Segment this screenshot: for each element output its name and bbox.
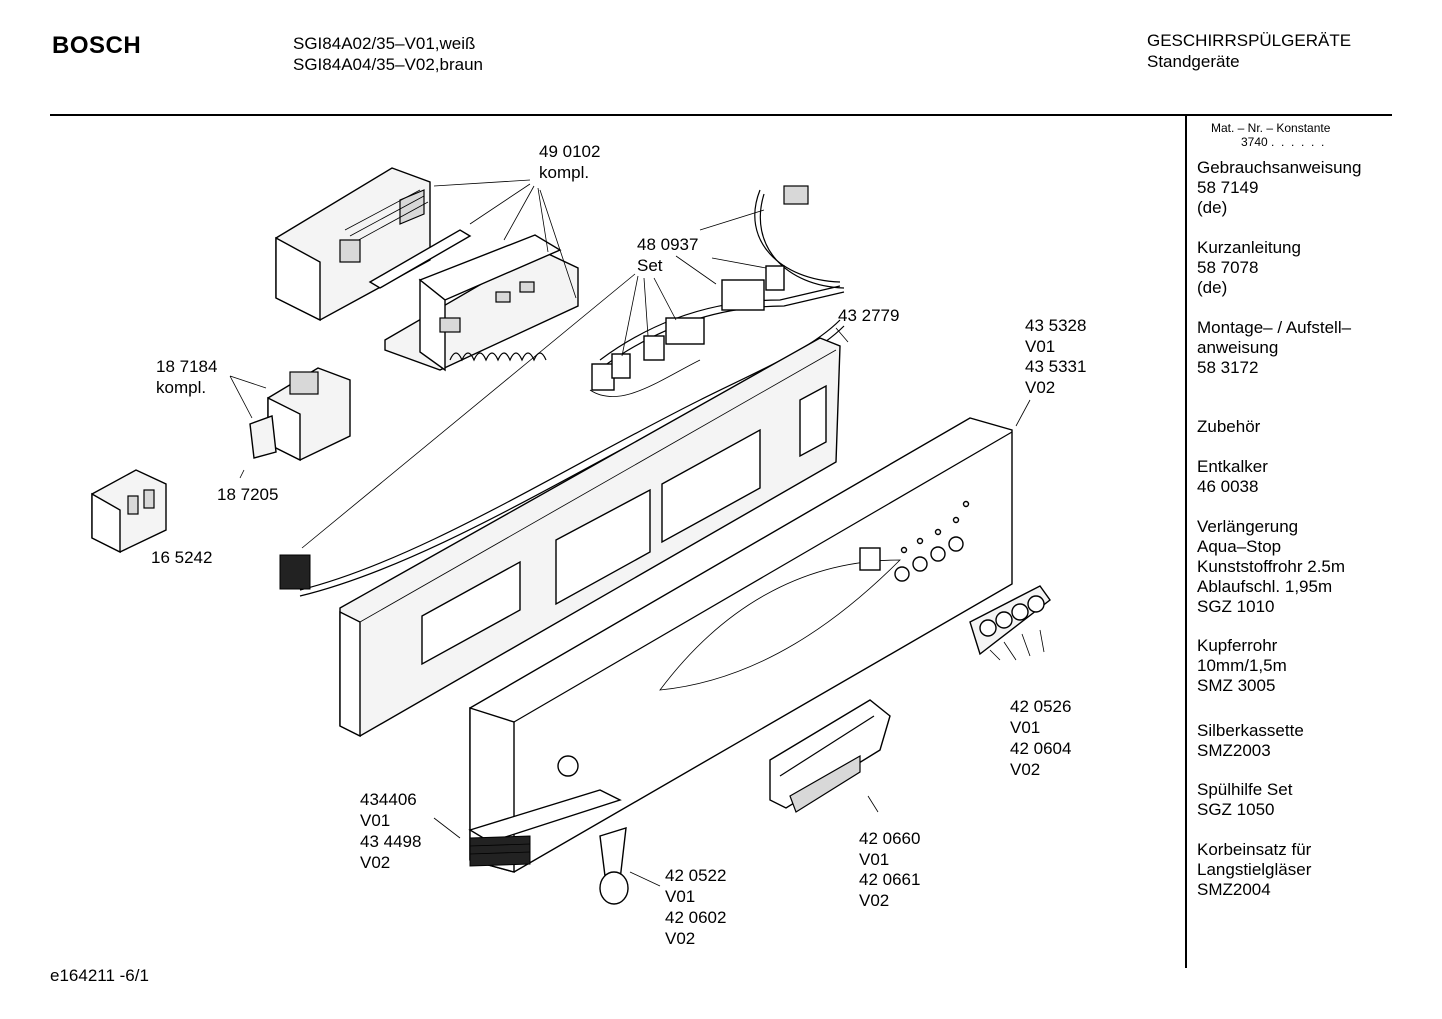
sidebar-group-zubehoer: Zubehör bbox=[1197, 417, 1437, 437]
switch-187184 bbox=[249, 367, 351, 462]
header-divider bbox=[50, 114, 1392, 116]
label-420602: 42 0602 bbox=[665, 908, 727, 927]
label-420526: 42 0526 bbox=[1010, 697, 1072, 716]
sidebar-item-number: SGZ 1050 bbox=[1197, 800, 1275, 819]
sidebar-section-heading: Zubehör bbox=[1197, 417, 1261, 436]
label-420602-variant: V02 bbox=[665, 929, 696, 948]
label-420522: 42 0522 bbox=[665, 866, 727, 885]
label-420661-variant: V02 bbox=[859, 891, 890, 910]
label-420661: 42 0661 bbox=[859, 870, 921, 889]
control-panel-frame-432779 bbox=[339, 337, 841, 738]
label-420522-variant: V01 bbox=[665, 887, 696, 906]
label-435331-variant: V02 bbox=[1025, 378, 1056, 397]
label-420660: 42 0660 bbox=[859, 829, 921, 848]
model-line-2: SGI84A04/35–V02,braun bbox=[293, 55, 483, 74]
buttons-420526 bbox=[969, 585, 1051, 656]
sidebar-divider bbox=[1185, 116, 1187, 968]
label-435328: 43 5328 bbox=[1025, 316, 1087, 335]
mat-nr-value: 3740 . . . . . . bbox=[1241, 135, 1325, 149]
brand-logo: BOSCH bbox=[52, 32, 142, 59]
sidebar-group-kurzanleitung: Kurzanleitung 58 7078 (de) bbox=[1197, 238, 1437, 298]
sidebar-item-line: 10mm/1,5m bbox=[1197, 656, 1287, 675]
sidebar-item-title: Verlängerung bbox=[1197, 517, 1299, 536]
label-434498-variant: V02 bbox=[360, 853, 391, 872]
label-187184: 18 7184 bbox=[156, 357, 218, 376]
sidebar-item-language: (de) bbox=[1197, 198, 1228, 217]
sidebar-item-title: Spülhilfe Set bbox=[1197, 780, 1293, 799]
label-434406-variant: V01 bbox=[360, 811, 391, 830]
category-line-2: Standgeräte bbox=[1147, 52, 1240, 71]
label-420604-variant: V02 bbox=[1010, 760, 1041, 779]
sidebar-group-montage: Montage– / Aufstell– anweisung 58 3172 bbox=[1197, 318, 1437, 378]
label-480937-note: Set bbox=[637, 256, 663, 275]
label-435331: 43 5331 bbox=[1025, 357, 1087, 376]
label-490102-note: kompl. bbox=[539, 163, 590, 182]
knob-420522 bbox=[599, 827, 629, 905]
mat-nr-header: Mat. – Nr. – Konstante bbox=[1211, 121, 1331, 135]
sidebar-item-title: Entkalker bbox=[1197, 457, 1268, 476]
label-420604: 42 0604 bbox=[1010, 739, 1072, 758]
terminal-block-165242 bbox=[91, 469, 167, 554]
document-id: e164211 -6/1 bbox=[50, 966, 149, 985]
sidebar-item-title: Montage– / Aufstell– bbox=[1197, 318, 1352, 337]
label-490102: 49 0102 bbox=[539, 142, 601, 161]
label-480937: 48 0937 bbox=[637, 235, 699, 254]
sidebar-item-number: SMZ2003 bbox=[1197, 741, 1271, 760]
label-420526-variant: V01 bbox=[1010, 718, 1041, 737]
sidebar-group-silberkassette: Silberkassette SMZ2003 bbox=[1197, 721, 1437, 761]
accessories-sidebar: Mat. – Nr. – Konstante 3740 . . . . . . bbox=[1197, 121, 1437, 149]
leader-lines bbox=[229, 179, 1045, 887]
label-435328-variant: V01 bbox=[1025, 337, 1056, 356]
sidebar-item-line: Aqua–Stop bbox=[1197, 537, 1282, 556]
sidebar-item-title: Kurzanleitung bbox=[1197, 238, 1301, 257]
seal-strips-434406 bbox=[468, 789, 622, 867]
sidebar-item-number: SMZ 3005 bbox=[1197, 676, 1276, 695]
sidebar-item-line: Kunststoffrohr 2.5m bbox=[1197, 557, 1346, 576]
sidebar-item-title: Gebrauchsanweisung bbox=[1197, 158, 1362, 177]
sidebar-item-title: Kupferrohr bbox=[1197, 636, 1278, 655]
sidebar-item-number: SMZ2004 bbox=[1197, 880, 1271, 899]
model-line-1: SGI84A02/35–V01,weiß bbox=[293, 34, 476, 53]
sidebar-group-korbeinsatz: Korbeinsatz für Langstielgläser SMZ2004 bbox=[1197, 840, 1437, 900]
label-434406: 434406 bbox=[360, 790, 417, 809]
sidebar-group-gebrauchsanweisung: Gebrauchsanweisung 58 7149 (de) bbox=[1197, 158, 1437, 218]
label-432779: 43 2779 bbox=[838, 306, 900, 325]
sidebar-item-number: 58 3172 bbox=[1197, 358, 1259, 377]
sidebar-item-number: SGZ 1010 bbox=[1197, 597, 1275, 616]
sidebar-group-kupferrohr: Kupferrohr 10mm/1,5m SMZ 3005 bbox=[1197, 636, 1437, 696]
sidebar-group-entkalker: Entkalker 46 0038 bbox=[1197, 457, 1437, 497]
sidebar-item-line: Langstielgläser bbox=[1197, 860, 1312, 879]
sidebar-item-language: (de) bbox=[1197, 278, 1228, 297]
control-module-490102 bbox=[275, 167, 579, 372]
label-434498: 43 4498 bbox=[360, 832, 422, 851]
door-handle-420660 bbox=[769, 699, 891, 813]
category-line-1: GESCHIRRSPÜLGERÄTE bbox=[1147, 31, 1352, 50]
sidebar-group-verlaengerung: Verlängerung Aqua–Stop Kunststoffrohr 2.… bbox=[1197, 517, 1437, 617]
label-187205: 18 7205 bbox=[217, 485, 279, 504]
label-420660-variant: V01 bbox=[859, 850, 890, 869]
sidebar-item-number: 58 7078 bbox=[1197, 258, 1259, 277]
sidebar-item-title-cont: anweisung bbox=[1197, 338, 1279, 357]
sidebar-item-title: Silberkassette bbox=[1197, 721, 1304, 740]
label-187184-note: kompl. bbox=[156, 378, 207, 397]
sidebar-group-spuelhilfe: Spülhilfe Set SGZ 1050 bbox=[1197, 780, 1437, 820]
sidebar-item-number: 58 7149 bbox=[1197, 178, 1259, 197]
label-165242: 16 5242 bbox=[151, 548, 213, 567]
sidebar-item-title: Korbeinsatz für bbox=[1197, 840, 1312, 859]
sidebar-item-number: 46 0038 bbox=[1197, 477, 1259, 496]
sidebar-item-line: Ablaufschl. 1,95m bbox=[1197, 577, 1333, 596]
